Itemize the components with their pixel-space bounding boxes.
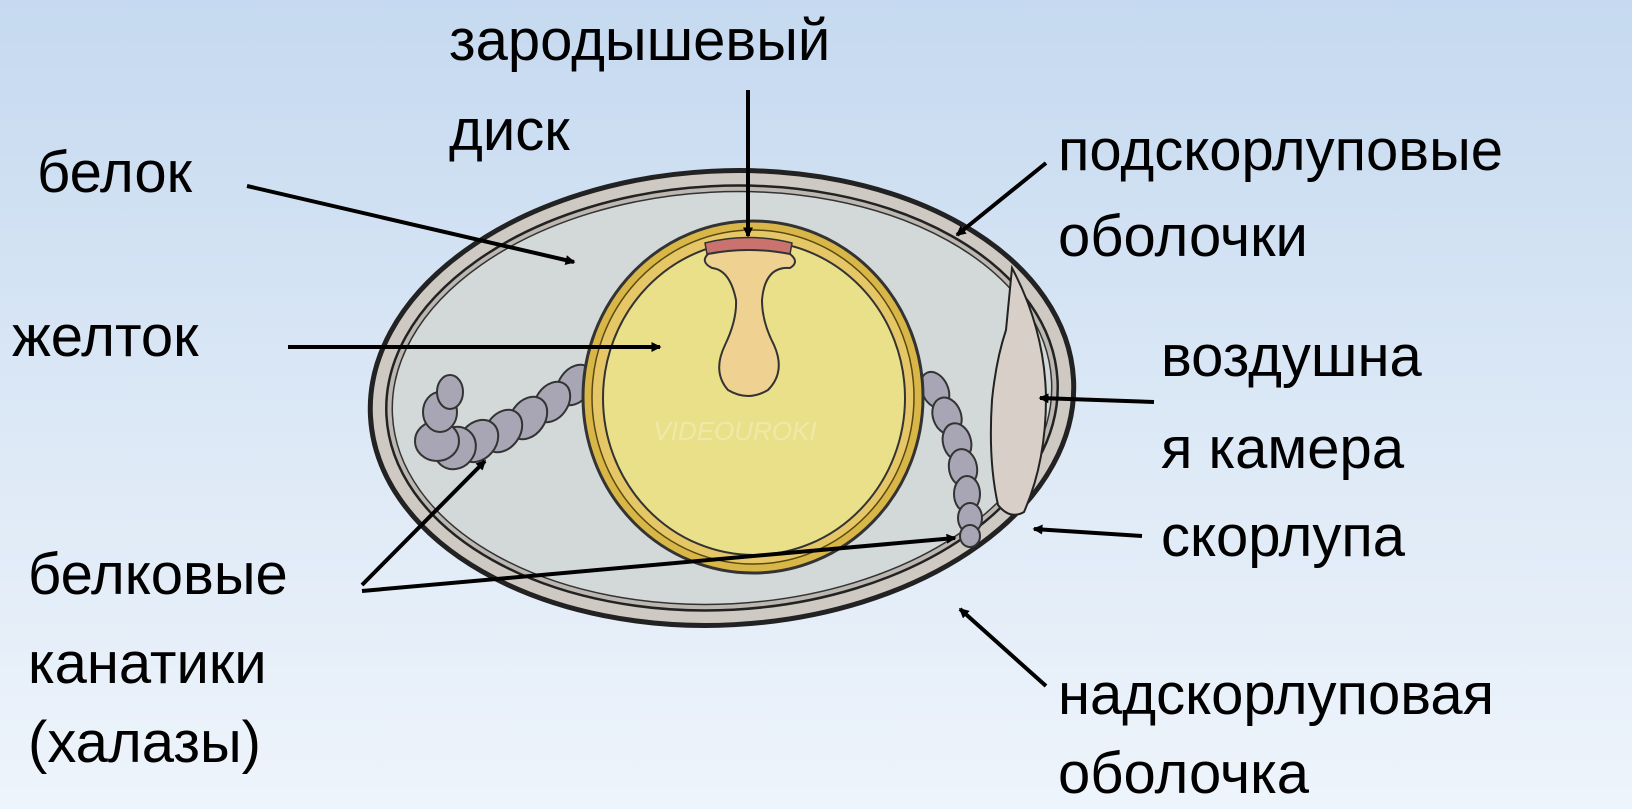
- watermark-text: VIDEOUROKI: [653, 416, 816, 446]
- label-yolk: желток: [12, 302, 199, 372]
- label-cuticle-line1: надскорлуповая: [1058, 660, 1494, 730]
- label-air-cell-line1: воздушна: [1161, 322, 1422, 392]
- label-embryo-disc-line2: диск: [449, 96, 570, 166]
- label-air-cell-line2: я камера: [1161, 414, 1404, 484]
- label-albumen: белок: [37, 138, 192, 208]
- arrow-shell-membranes: [957, 163, 1046, 235]
- label-shell-membranes-line2: оболочки: [1058, 202, 1308, 272]
- arrow-cuticle: [960, 609, 1046, 686]
- label-shell: скорлупа: [1161, 502, 1405, 572]
- label-chalazae-line1: белковые: [28, 540, 288, 610]
- label-embryo-disc-line1: зародышевый: [449, 6, 830, 76]
- arrow-shell: [1034, 529, 1142, 536]
- label-cuticle-line2: оболочка: [1058, 739, 1309, 809]
- label-chalazae-line3: (халазы): [28, 708, 261, 778]
- label-chalazae-line2: канатики: [28, 629, 267, 699]
- label-shell-membranes-line1: подскорлуповые: [1058, 116, 1503, 186]
